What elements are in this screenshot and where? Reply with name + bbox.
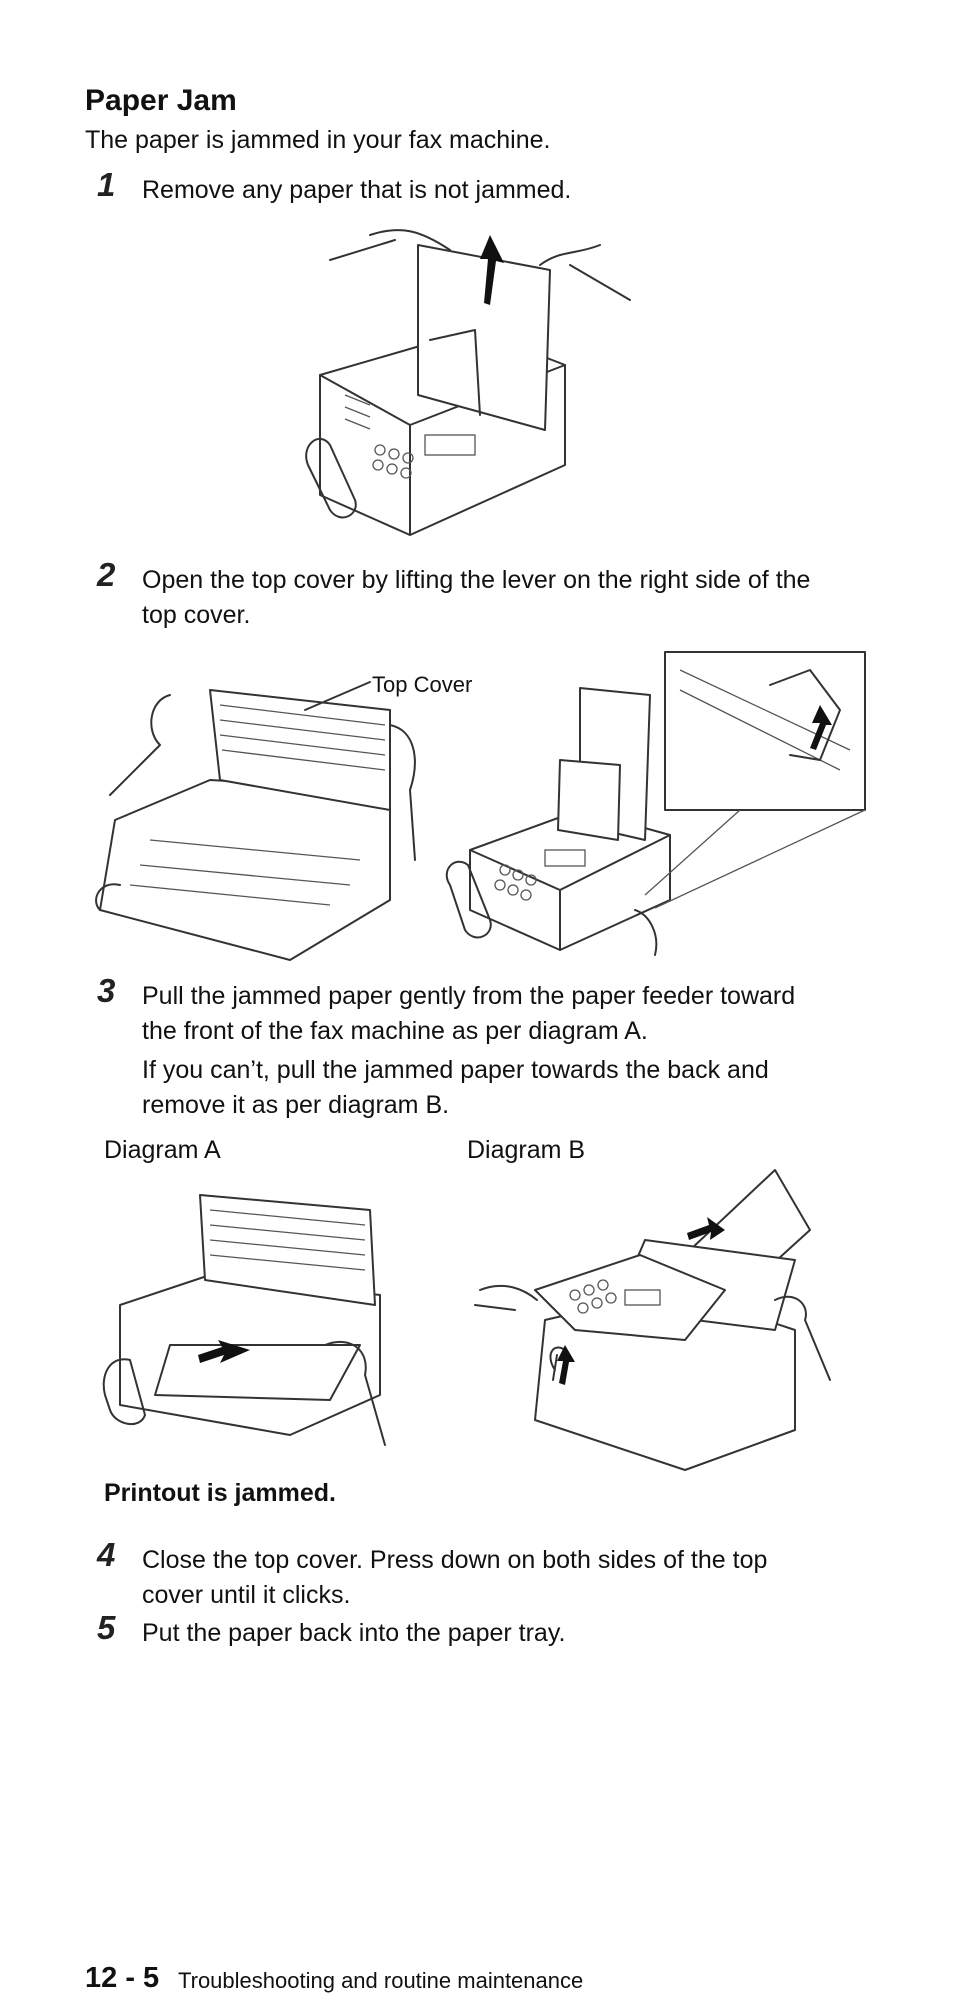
step-text: Close the top cover. Press down on both … [142,1543,882,1613]
diagram-b-illustration [474,1169,831,1471]
page-title: Paper Jam [85,84,237,117]
step-text: Open the top cover by lifting the lever … [142,563,882,633]
step-text: Pull the jammed paper gently from the pa… [142,979,882,1123]
step-text: Put the paper back into the paper tray. [142,1616,882,1651]
step-number: 2 [97,556,116,593]
step-number: 3 [97,972,116,1009]
page-number: 12 - 5 [85,1962,160,1994]
step-line: Pull the jammed paper gently from the pa… [142,982,796,1010]
open-top-cover-illustration [95,681,416,961]
step-number: 1 [97,166,116,203]
diagram-a-illustration [102,1194,386,1446]
lever-lift-illustration [445,651,866,956]
printout-jammed-heading: Printout is jammed. [104,1479,336,1507]
step-line: Close the top cover. Press down on both … [142,1546,768,1574]
diagram-b-label: Diagram B [467,1136,586,1164]
step-line: Remove any paper that is not jammed. [142,176,572,204]
diagram-a-label: Diagram A [104,1136,221,1164]
top-cover-callout: Top Cover [372,672,473,697]
step-number: 4 [97,1536,116,1573]
step-line: cover until it clicks. [142,1581,351,1609]
intro-text: The paper is jammed in your fax machine. [85,126,551,154]
section-title: Troubleshooting and routine maintenance [178,1968,584,1993]
step-line: remove it as per diagram B. [142,1091,450,1119]
step-text: Remove any paper that is not jammed. [142,173,882,208]
step-line: Put the paper back into the paper tray. [142,1619,566,1647]
step-line: top cover. [142,601,251,629]
step-number: 5 [97,1609,116,1646]
step-line: the front of the fax machine as per diag… [142,1017,648,1045]
step-line: Open the top cover by lifting the lever … [142,566,811,594]
fax-paper-removal-illustration [305,229,631,536]
step-line: If you can’t, pull the jammed paper towa… [142,1056,769,1084]
